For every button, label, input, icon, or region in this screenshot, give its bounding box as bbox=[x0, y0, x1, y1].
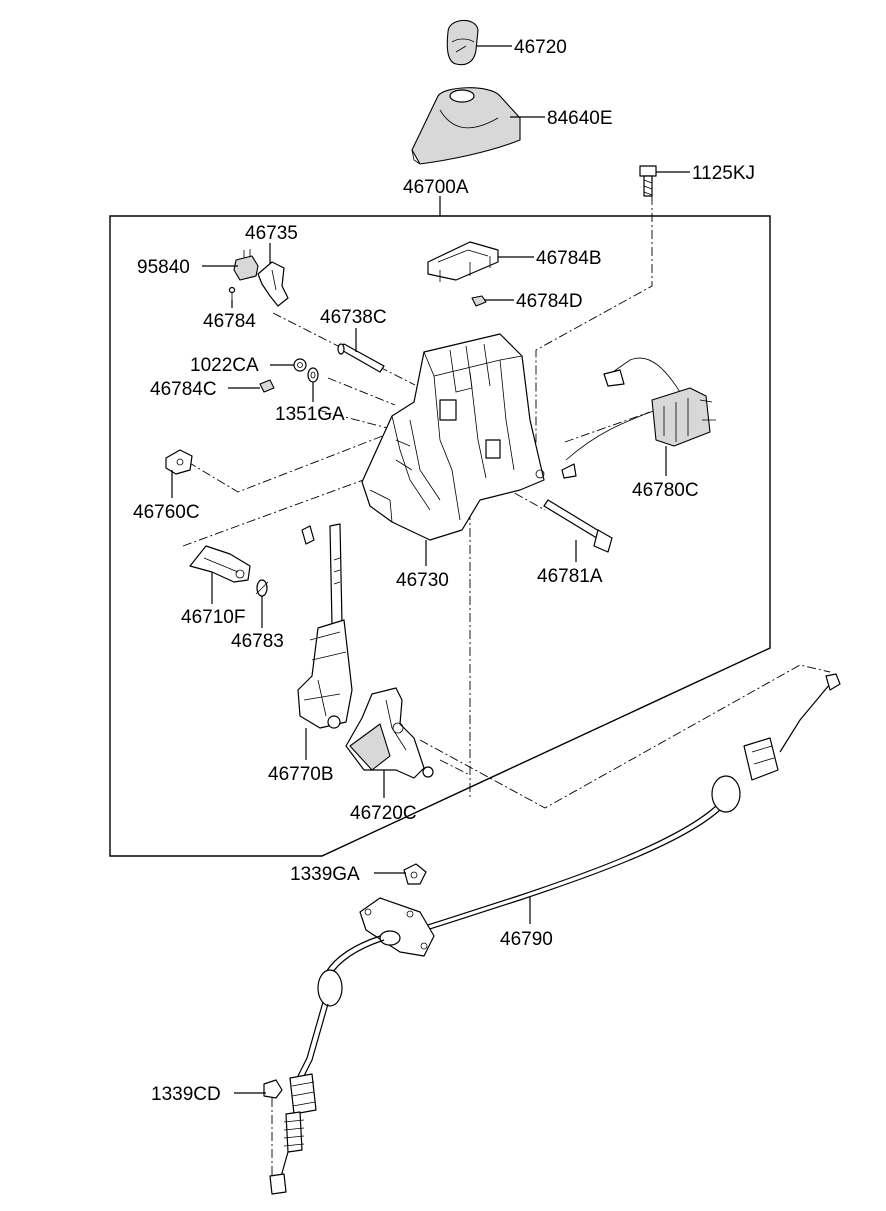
lever-46710F bbox=[189, 545, 251, 583]
bracket-46730 bbox=[361, 333, 545, 541]
label-46784: 46784 bbox=[203, 311, 256, 332]
pin-46784 bbox=[228, 286, 236, 300]
washer-1351GA bbox=[307, 367, 319, 383]
bolt-1125KJ bbox=[639, 165, 657, 197]
bracket-46735 bbox=[257, 261, 289, 307]
label-46790: 46790 bbox=[500, 929, 553, 950]
spring-46783 bbox=[255, 579, 269, 597]
clip-46760C bbox=[165, 449, 193, 475]
label-84640E: 84640E bbox=[547, 108, 613, 129]
label-1351GA: 1351GA bbox=[275, 404, 345, 425]
clip-small bbox=[301, 525, 315, 545]
label-1339GA: 1339GA bbox=[290, 864, 360, 885]
knob-46720 bbox=[446, 19, 479, 66]
pin-46781A bbox=[543, 499, 613, 553]
nut-1339GA bbox=[403, 863, 427, 885]
switch-95840 bbox=[233, 249, 259, 281]
label-46784C: 46784C bbox=[150, 379, 217, 400]
label-46770B: 46770B bbox=[268, 764, 334, 785]
label-46738C: 46738C bbox=[320, 307, 387, 328]
label-46784B: 46784B bbox=[536, 248, 602, 269]
label-1125KJ: 1125KJ bbox=[692, 163, 755, 184]
label-1339CD: 1339CD bbox=[151, 1084, 221, 1105]
assembly-frame bbox=[109, 215, 771, 857]
cover-46784B bbox=[427, 241, 499, 282]
label-46781A: 46781A bbox=[537, 566, 603, 587]
label-95840: 95840 bbox=[137, 257, 190, 278]
label-46783: 46783 bbox=[231, 631, 284, 652]
label-46720: 46720 bbox=[514, 37, 567, 58]
bracket-46720C bbox=[345, 687, 434, 779]
nut-1339CD bbox=[263, 1079, 283, 1176]
label-46700A: 46700A bbox=[403, 177, 469, 198]
label-46720C: 46720C bbox=[350, 803, 417, 824]
label-46780C: 46780C bbox=[632, 480, 699, 501]
solenoid-46780C bbox=[561, 357, 716, 479]
lever-46770B bbox=[297, 523, 353, 729]
label-46735: 46735 bbox=[245, 223, 298, 244]
label-46730: 46730 bbox=[396, 570, 449, 591]
boot-84640E bbox=[411, 87, 521, 165]
leader-lines bbox=[171, 45, 690, 1094]
nut-1022CA bbox=[293, 358, 307, 372]
label-46710F: 46710F bbox=[181, 607, 245, 628]
label-1022CA: 1022CA bbox=[190, 355, 259, 376]
label-46760C: 46760C bbox=[133, 502, 200, 523]
pin-46738C bbox=[337, 343, 385, 373]
clip-46784D bbox=[471, 295, 487, 307]
part-labels: 46720 84640E 46700A 1125KJ 46735 95840 4… bbox=[133, 37, 755, 1105]
cable-46790 bbox=[269, 673, 841, 1195]
label-46784D: 46784D bbox=[516, 291, 583, 312]
clip-46784C bbox=[259, 379, 275, 393]
